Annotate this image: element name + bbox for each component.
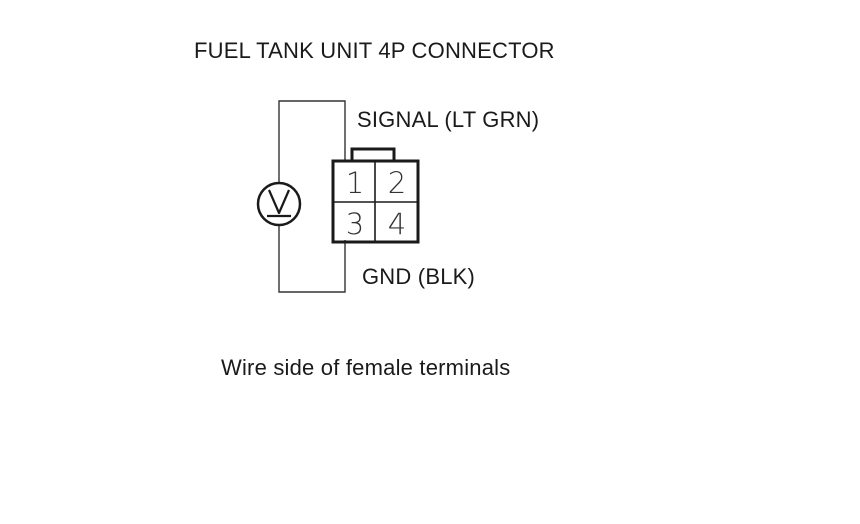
view-note: Wire side of female terminals xyxy=(221,355,511,380)
pin-4: 4 xyxy=(388,207,406,241)
ground-probe-wire xyxy=(278,225,346,293)
diagram-title: FUEL TANK UNIT 4P CONNECTOR xyxy=(194,38,555,63)
pin-1: 1 xyxy=(346,166,364,200)
voltmeter-icon xyxy=(256,181,302,227)
connector-4p: 1 2 3 4 xyxy=(331,147,420,244)
pin-3: 3 xyxy=(346,207,364,241)
connector-lock-tab xyxy=(350,147,396,161)
signal-probe-wire xyxy=(278,100,346,183)
ground-wire-label: GND (BLK) xyxy=(362,264,476,289)
pin-2: 2 xyxy=(388,166,406,200)
signal-wire-label: SIGNAL (LT GRN) xyxy=(357,107,540,132)
